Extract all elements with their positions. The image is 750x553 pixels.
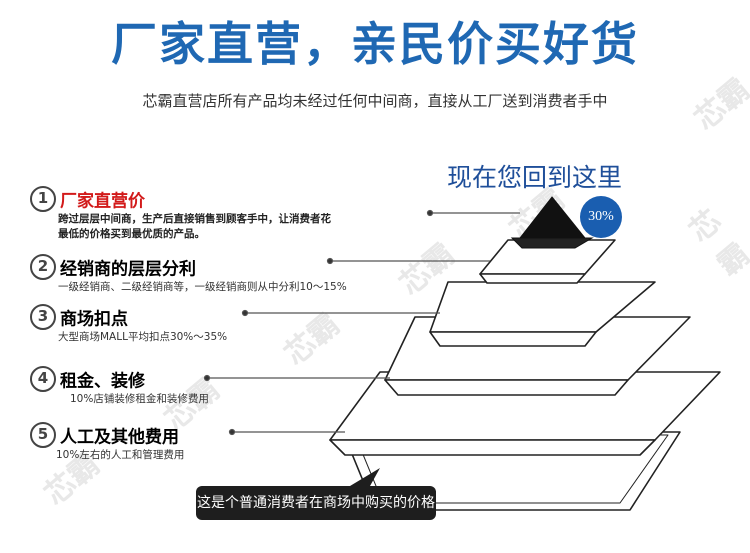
pyramid-top-cap bbox=[518, 196, 587, 239]
level-title-4: 租金、装修 bbox=[60, 371, 145, 392]
consumer-price-callout: 这是个普通消费者在商场中购买的价格 bbox=[196, 486, 436, 520]
connector-dot-2 bbox=[326, 257, 334, 265]
connector-dot-5 bbox=[228, 428, 236, 436]
level-desc-2: 一级经销商、二级经销商等，一级经销商则从中分利10～15% bbox=[58, 281, 347, 293]
price-percent-badge: 30% bbox=[580, 196, 622, 238]
pyramid-level-4-front bbox=[329, 439, 656, 456]
level-desc-1b: 最低的价格买到最优质的产品。 bbox=[58, 228, 205, 240]
level-number-1: 1 bbox=[30, 186, 56, 212]
headline: 厂家直营，亲民价买好货 bbox=[111, 17, 639, 71]
level-desc-5: 10%左右的人工和管理费用 bbox=[56, 449, 185, 461]
level-number-5: 5 bbox=[30, 422, 56, 448]
pyramid-level-3-front bbox=[384, 379, 629, 396]
level-desc-3: 大型商场MALL平均扣点30%～35% bbox=[58, 331, 228, 343]
level-title-5: 人工及其他费用 bbox=[60, 427, 179, 448]
level-title-1: 厂家直营价 bbox=[60, 191, 145, 212]
pyramid-top-cap-base bbox=[510, 237, 594, 249]
callout-pointer bbox=[350, 468, 380, 486]
level-number-2: 2 bbox=[30, 254, 56, 280]
connector-dot-1 bbox=[426, 209, 434, 217]
pyramid-level-1-front bbox=[479, 273, 586, 284]
level-number-3: 3 bbox=[30, 304, 56, 330]
connector-dot-4 bbox=[203, 374, 211, 382]
level-desc-4: 10%店铺装修租金和装修费用 bbox=[70, 393, 209, 405]
level-desc-1a: 跨过层层中间商，生产后直接销售到顾客手中，让消费者花 bbox=[58, 213, 331, 225]
level-number-4: 4 bbox=[30, 366, 56, 392]
level-title-3: 商场扣点 bbox=[60, 309, 128, 330]
now-here-label: 现在您回到这里 bbox=[447, 163, 623, 192]
level-title-2: 经销商的层层分利 bbox=[60, 259, 196, 280]
pyramid-level-2-front bbox=[429, 331, 597, 347]
connector-dot-3 bbox=[241, 309, 249, 317]
subheadline: 芯霸直营店所有产品均未经过任何中间商，直接从工厂送到消费者手中 bbox=[142, 92, 608, 110]
